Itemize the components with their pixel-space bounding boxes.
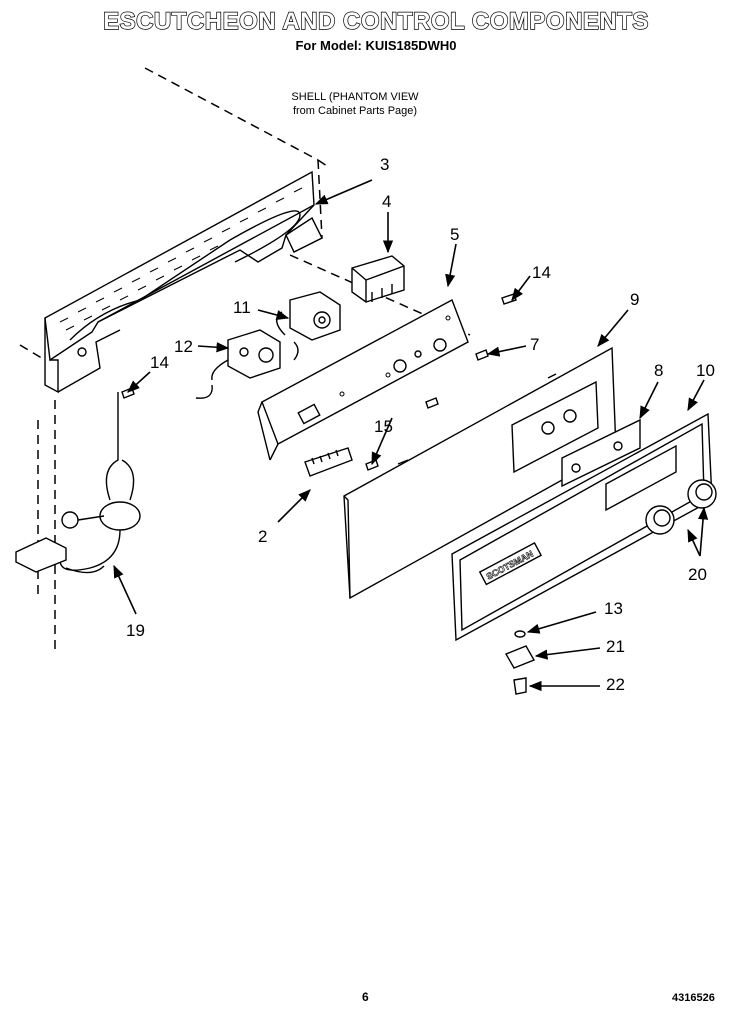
shell-note-line-2: from Cabinet Parts Page) [292,105,418,117]
model-subtitle: For Model: KUIS185DWH0 [295,38,457,53]
page-title: ESCUTCHEON AND CONTROL COMPONENTS [102,7,649,35]
part-19-wire-harness [15,392,141,574]
part-8-overlay [561,418,641,488]
leader-lines [113,179,709,692]
part-20-knobs [645,479,717,535]
callout-3: 3 [380,155,389,174]
callout-10: 10 [696,361,715,380]
callout-9: 9 [630,290,639,309]
callout-numbers: 3 4 5 14 9 7 8 10 11 12 14 15 2 19 20 13… [126,155,715,694]
callout-14-upper: 14 [532,263,551,282]
callout-4: 4 [382,192,391,211]
part-3-mounting-panel [44,170,323,394]
callout-15: 15 [374,417,393,436]
callout-8: 8 [654,361,663,380]
shell-note-line-1: SHELL (PHANTOM VIEW [291,91,419,103]
part-2-terminal-block [304,447,353,477]
callout-19: 19 [126,621,145,640]
part-10-control-panel: SCOTSMAN [451,412,713,642]
small-hardware [504,630,536,695]
callout-11: 11 [233,298,251,317]
callout-5: 5 [450,225,459,244]
callout-12: 12 [174,337,193,356]
page-number: 6 [362,990,369,1004]
callout-22: 22 [606,675,625,694]
callout-13: 13 [604,599,623,618]
document-number: 4316526 [672,992,715,1004]
part-9-escutcheon [343,346,617,600]
part-11-thermostat [276,291,341,341]
part-4-switch [351,255,405,303]
callout-21: 21 [606,637,625,656]
part-5-control-bracket [257,299,469,461]
part-12-control [195,329,299,399]
callout-2: 2 [258,527,267,546]
callout-20: 20 [688,565,707,584]
shell-note: SHELL (PHANTOM VIEW from Cabinet Parts P… [255,90,455,118]
callout-7: 7 [530,335,539,354]
screws [121,293,517,471]
callout-14-lower: 14 [150,353,169,372]
